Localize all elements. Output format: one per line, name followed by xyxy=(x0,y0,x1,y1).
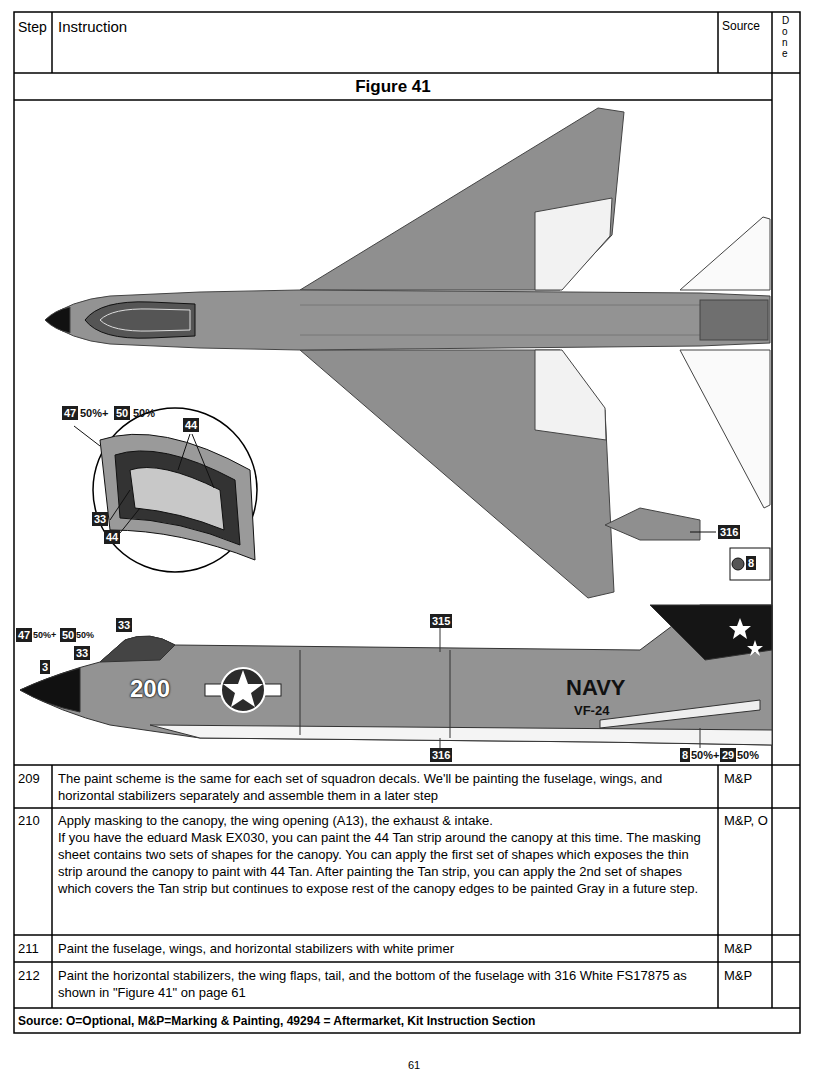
callout-number: 47 xyxy=(16,628,32,642)
percent-text: 50% xyxy=(76,628,94,642)
callout-number: 44 xyxy=(104,530,120,544)
callout-number: 29 xyxy=(720,748,736,762)
step-number: 210 xyxy=(18,812,40,829)
percent-text: 50%+ xyxy=(33,628,56,642)
callout-number: 316 xyxy=(430,748,452,762)
instruction-text: If you have the eduard Mask EX030, you c… xyxy=(58,829,713,897)
callout-number: 8 xyxy=(680,748,690,762)
step-number: 209 xyxy=(18,770,40,787)
source-code: M&P xyxy=(724,940,770,957)
callout-number: 33 xyxy=(116,618,132,632)
callout-number: 50 xyxy=(114,406,130,420)
percent-text: 50% xyxy=(737,748,759,762)
callout-number: 316 xyxy=(718,525,740,539)
step-number: 212 xyxy=(18,967,40,984)
header-cell: Instruction xyxy=(58,18,127,36)
source-code: M&P xyxy=(724,770,770,787)
callout-number: 50 xyxy=(60,628,76,642)
callout-number: 47 xyxy=(62,406,78,420)
instruction-text: Paint the fuselage, wings, and horizonta… xyxy=(58,940,713,957)
source-code: M&P, O xyxy=(724,812,770,829)
percent-text: 50% xyxy=(133,406,155,420)
aircraft-marking: 200 xyxy=(130,676,170,702)
instruction-text: Apply masking to the canopy, the wing op… xyxy=(58,812,713,829)
footer-note: Source: O=Optional, M&P=Marking & Painti… xyxy=(18,1013,796,1029)
callout-number: 33 xyxy=(74,646,90,660)
callout-number: 315 xyxy=(430,614,452,628)
header-cell: Done xyxy=(782,15,789,59)
aircraft-marking: VF-24 xyxy=(574,704,609,718)
instruction-text: Paint the horizontal stabilizers, the wi… xyxy=(58,967,713,1001)
percent-text: 50%+ xyxy=(691,748,719,762)
figure-title: Figure 41 xyxy=(14,77,772,97)
source-code: M&P xyxy=(724,967,770,984)
header-cell: Step xyxy=(18,18,47,36)
callout-number: 44 xyxy=(183,418,199,432)
aircraft-marking: NAVY xyxy=(566,676,626,700)
callout-number: 33 xyxy=(92,512,108,526)
percent-text: 50%+ xyxy=(80,406,108,420)
page-number: 61 xyxy=(408,1058,420,1072)
header-cell: Source xyxy=(722,18,760,34)
instruction-text: The paint scheme is the same for each se… xyxy=(58,770,713,804)
step-number: 211 xyxy=(18,940,39,957)
callout-number: 8 xyxy=(746,556,756,570)
callout-number: 3 xyxy=(40,660,50,674)
